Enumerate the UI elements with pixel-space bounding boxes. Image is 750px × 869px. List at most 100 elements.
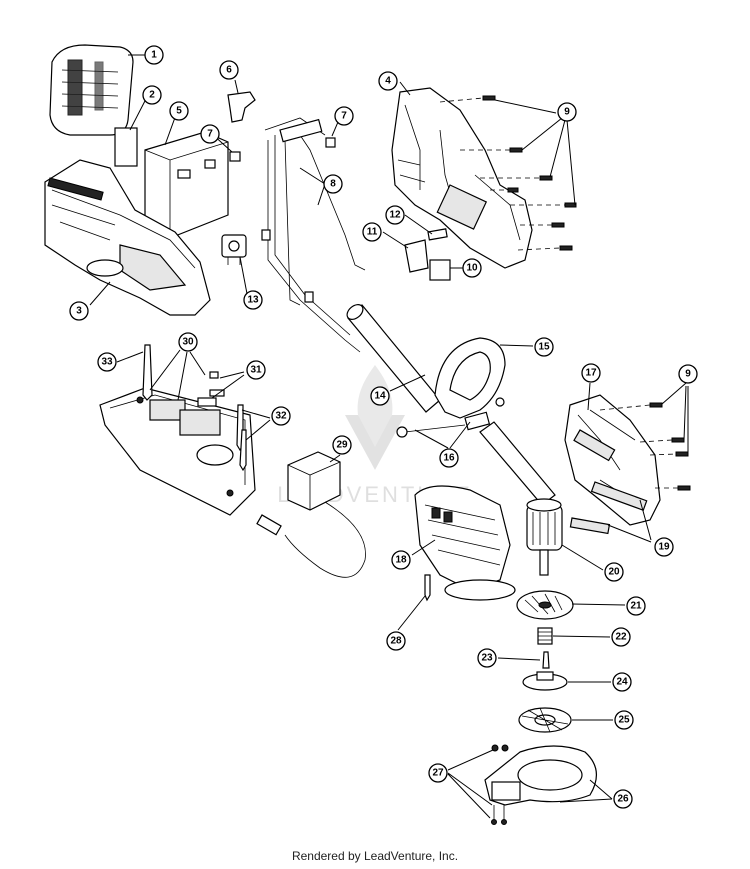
callout-28: 28 xyxy=(386,631,406,651)
part-charger-base xyxy=(99,387,256,516)
svg-text:8: 8 xyxy=(330,179,336,190)
svg-text:31: 31 xyxy=(250,365,262,376)
callout-3: 3 xyxy=(69,301,89,321)
callout-17: 17 xyxy=(581,363,601,383)
callout-11: 11 xyxy=(362,222,382,242)
svg-text:15: 15 xyxy=(538,342,550,353)
part-nut-left xyxy=(229,151,241,162)
part-pad xyxy=(114,127,138,167)
part-motor-housing xyxy=(564,394,661,526)
svg-text:13: 13 xyxy=(247,295,259,306)
svg-text:22: 22 xyxy=(615,632,627,643)
svg-text:1: 1 xyxy=(151,50,157,61)
svg-text:27: 27 xyxy=(432,768,444,779)
callout-23: 23 xyxy=(477,648,497,668)
part-fan xyxy=(516,590,574,620)
callout-12: 12 xyxy=(385,205,405,225)
part-nut-right xyxy=(325,137,336,148)
svg-text:19: 19 xyxy=(658,542,670,553)
callout-4: 4 xyxy=(378,71,398,91)
part-motor xyxy=(526,498,563,576)
svg-text:10: 10 xyxy=(466,263,478,274)
part-guard xyxy=(484,745,597,806)
leader-lines xyxy=(89,54,689,819)
part-battery xyxy=(144,131,229,239)
part-pin xyxy=(542,651,550,669)
callout-14: 14 xyxy=(370,386,390,406)
callout-33: 33 xyxy=(97,352,117,372)
svg-text:21: 21 xyxy=(630,601,642,612)
svg-text:29: 29 xyxy=(336,440,348,451)
part-screw-28 xyxy=(424,574,431,602)
callout-22: 22 xyxy=(611,627,631,647)
callout-30: 30 xyxy=(178,332,198,352)
callout-9b: 9 xyxy=(678,364,698,384)
part-housing-lower xyxy=(44,159,211,316)
callout-1: 1 xyxy=(144,45,164,65)
callout-29: 29 xyxy=(332,435,352,455)
part-spring xyxy=(537,627,553,645)
part-screws-housing xyxy=(439,95,577,251)
part-strip-upper xyxy=(590,481,648,511)
callout-15: 15 xyxy=(534,337,554,357)
svg-text:32: 32 xyxy=(275,411,287,422)
part-10-block xyxy=(429,259,451,281)
callout-32: 32 xyxy=(271,406,291,426)
part-switch xyxy=(221,234,247,265)
callout-labels: 1 2 3 4 5 6 7 7 8 9 10 11 12 13 14 15 16… xyxy=(69,45,698,809)
callout-21: 21 xyxy=(626,596,646,616)
callout-13: 13 xyxy=(243,290,263,310)
svg-text:12: 12 xyxy=(389,210,401,221)
svg-text:30: 30 xyxy=(182,337,194,348)
callout-31: 31 xyxy=(246,360,266,380)
svg-text:9: 9 xyxy=(685,369,691,380)
svg-text:25: 25 xyxy=(618,715,630,726)
callout-19: 19 xyxy=(654,537,674,557)
svg-text:17: 17 xyxy=(585,368,597,379)
footer-credit: Rendered by LeadVenture, Inc. xyxy=(291,849,459,863)
svg-text:16: 16 xyxy=(443,453,455,464)
svg-text:14: 14 xyxy=(374,391,386,402)
part-11-bracket xyxy=(404,239,429,273)
part-charger xyxy=(256,451,366,578)
callout-10: 10 xyxy=(462,258,482,278)
svg-text:6: 6 xyxy=(226,65,232,76)
part-strip-lower xyxy=(569,517,611,535)
svg-text:28: 28 xyxy=(390,636,402,647)
svg-text:7: 7 xyxy=(207,129,213,140)
svg-text:9: 9 xyxy=(564,107,570,118)
svg-text:23: 23 xyxy=(481,653,493,664)
callout-2: 2 xyxy=(142,85,162,105)
callout-6: 6 xyxy=(219,60,239,80)
svg-text:26: 26 xyxy=(617,794,629,805)
part-guard-cover xyxy=(414,485,516,601)
part-shaft xyxy=(346,304,441,413)
callout-25: 25 xyxy=(614,710,634,730)
svg-text:5: 5 xyxy=(176,106,182,117)
svg-text:3: 3 xyxy=(76,306,82,317)
part-housing-upper xyxy=(391,87,533,269)
part-wire-harness xyxy=(261,117,366,353)
part-bolts xyxy=(396,397,505,438)
callout-27: 27 xyxy=(428,763,448,783)
svg-text:33: 33 xyxy=(101,357,113,368)
callout-8: 8 xyxy=(323,174,343,194)
svg-text:11: 11 xyxy=(367,227,378,238)
part-switch-lever xyxy=(227,91,256,123)
callout-9a: 9 xyxy=(557,102,577,122)
callout-7a: 7 xyxy=(200,124,220,144)
svg-text:2: 2 xyxy=(149,90,155,101)
part-battery-cover xyxy=(49,44,134,136)
svg-text:20: 20 xyxy=(608,567,620,578)
callout-7b: 7 xyxy=(334,106,354,126)
svg-text:7: 7 xyxy=(341,111,347,122)
svg-text:24: 24 xyxy=(616,677,628,688)
callout-26: 26 xyxy=(613,789,633,809)
part-base-fasteners xyxy=(142,344,247,472)
part-lower-shaft xyxy=(479,421,556,506)
callout-18: 18 xyxy=(391,550,411,570)
callout-16: 16 xyxy=(439,448,459,468)
part-spool-cap xyxy=(522,671,568,691)
svg-text:4: 4 xyxy=(385,76,391,87)
